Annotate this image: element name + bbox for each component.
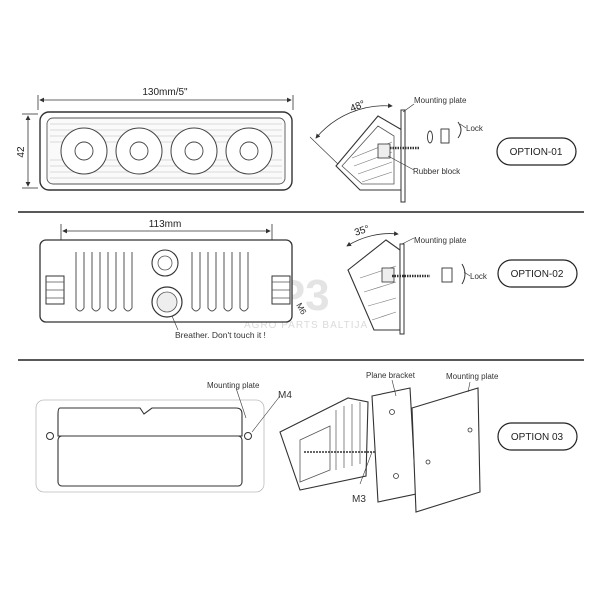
label-mounting-plate: Mounting plate <box>414 96 467 105</box>
left-stud <box>45 275 65 305</box>
watermark-tagline: AGRO PARTS BALTIJA <box>244 320 368 331</box>
screw-right <box>244 432 252 440</box>
lamp-side-view <box>335 115 403 191</box>
option-02-badge <box>497 259 578 288</box>
label-plane-bracket: Plane bracket <box>366 371 416 380</box>
screw-left <box>46 432 54 440</box>
lamp-side-view-2 <box>347 239 401 331</box>
leader-mounting-plate-4 <box>467 381 471 393</box>
label-lock-2: Lock <box>470 272 488 281</box>
led-3 <box>170 127 218 175</box>
plane-bracket-outline <box>35 399 265 493</box>
angle-label: 48° <box>349 99 367 115</box>
plane-bracket-shape <box>371 387 417 503</box>
led-4 <box>225 127 273 175</box>
option-01-label: OPTION-01 <box>510 147 563 158</box>
leader-plane-bracket <box>391 379 397 397</box>
rear-boss-inner <box>157 255 173 271</box>
label-m4: M4 <box>278 390 292 401</box>
leader-breather <box>171 315 179 331</box>
right-stud <box>271 275 291 305</box>
leader-rubber-block <box>387 155 415 171</box>
nut-2 <box>441 267 453 283</box>
nut <box>440 128 450 144</box>
option-01-badge <box>496 137 577 166</box>
option-03-label: OPTION 03 <box>511 432 564 443</box>
option-02-label: OPTION-02 <box>511 269 564 280</box>
lamp-top-view <box>57 407 243 487</box>
angle-arc <box>315 103 393 139</box>
angle2-label: 35° <box>353 224 371 239</box>
label-mounting-plate-3: Mounting plate <box>207 381 260 390</box>
leader-m4 <box>251 395 281 433</box>
leader-m3 <box>359 451 373 485</box>
label-breather: Breather. Don't touch it ! <box>175 330 266 340</box>
angle2-arc <box>346 231 399 247</box>
label-lock: Lock <box>466 124 484 133</box>
rubber-block-shape <box>377 143 391 159</box>
angle-leader <box>309 136 341 167</box>
lamp-front-lens <box>46 117 286 185</box>
height-dimension-label: 42 <box>16 146 27 158</box>
mounting-plate-shape <box>400 109 406 203</box>
rear-cooling-fins <box>75 252 249 312</box>
option-03-section: Mounting plate M4 M3 Plane bracket <box>35 371 578 513</box>
leader-lock-2 <box>463 271 471 277</box>
washer <box>427 130 433 144</box>
option-01-section: 130mm/5" 42 48° <box>16 87 577 203</box>
leader-mounting-plate <box>402 103 415 113</box>
led-1 <box>60 127 108 175</box>
leader-mounting-plate-2 <box>401 237 415 245</box>
label-rubber-block: Rubber block <box>413 167 461 176</box>
label-mounting-plate-2: Mounting plate <box>414 236 467 245</box>
option-03-badge <box>497 422 578 451</box>
lamp-rear-body <box>39 239 293 323</box>
option-02-section: 113mm Breather. Don't touch it ! M6 <box>39 219 578 340</box>
width2-dimension-label: 113mm <box>149 219 182 230</box>
lock-washer <box>457 121 462 139</box>
lock-washer-2 <box>461 263 466 285</box>
mounting-plate-2-shape <box>399 243 405 335</box>
breather-vent-inner <box>156 291 178 313</box>
lamp-exploded-body <box>279 397 386 491</box>
label-mounting-plate-4: Mounting plate <box>446 372 499 381</box>
label-m3: M3 <box>352 494 366 505</box>
led-2 <box>115 127 163 175</box>
leader-mounting-plate-3 <box>235 387 247 419</box>
leader-lock <box>459 123 467 129</box>
mounting-plate-3-shape <box>411 387 481 513</box>
width-dimension-label: 130mm/5" <box>142 87 188 98</box>
